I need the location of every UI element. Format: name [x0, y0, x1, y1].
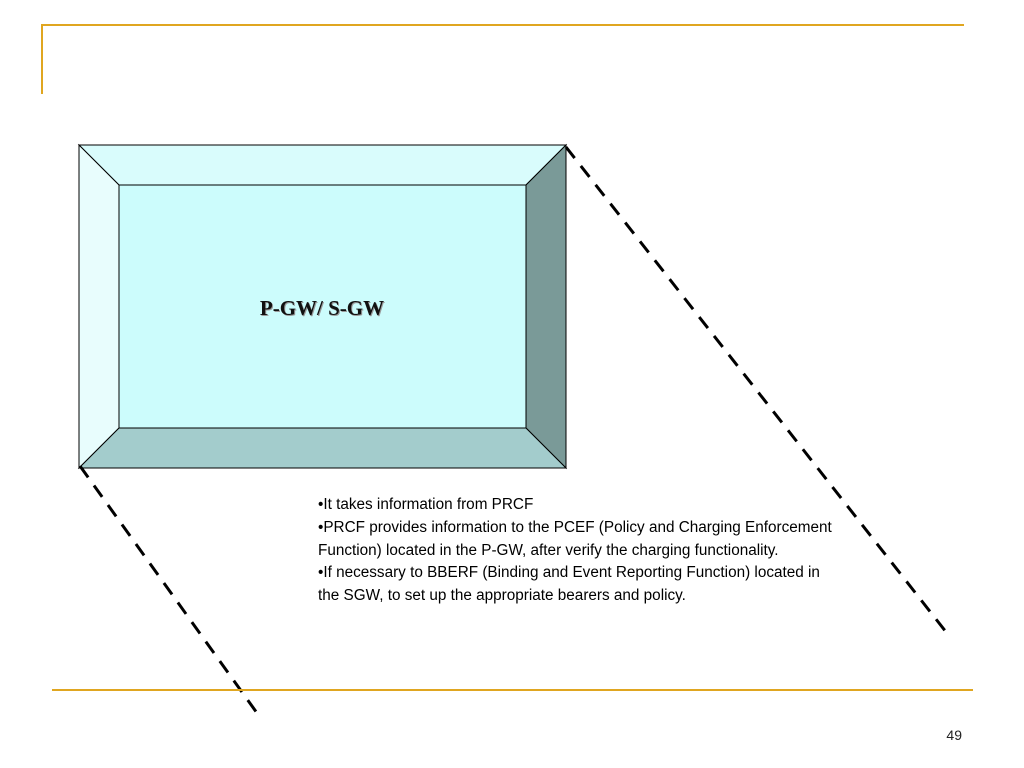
box-face — [118, 184, 527, 429]
box-label: P-GW/ S-GW — [260, 296, 384, 320]
title-frame-top-rule — [41, 24, 964, 26]
bullet-item: •If necessary to BBERF (Binding and Even… — [318, 564, 820, 605]
box-label-shadow: P-GW/ S-GW — [261, 297, 385, 321]
bullet-item: •PRCF provides information to the PCEF (… — [318, 518, 832, 559]
connector-left-dashed-line — [78, 465, 259, 714]
box-bevel-bottom — [77, 427, 568, 469]
footer-rule — [52, 689, 973, 691]
box-bevel-right — [525, 143, 567, 470]
page-number: 49 — [946, 727, 962, 743]
title-frame-left-rule — [41, 24, 43, 94]
box-bevel-top — [77, 144, 568, 186]
gateway-box: P-GW/ S-GW P-GW/ S-GW — [77, 143, 568, 470]
bullet-list: •It takes information from PRCF •PRCF pr… — [318, 494, 833, 608]
connector-right-dashed-line — [564, 146, 952, 638]
bullet-item: •It takes information from PRCF — [318, 496, 534, 513]
box-bevel-left — [78, 143, 120, 470]
